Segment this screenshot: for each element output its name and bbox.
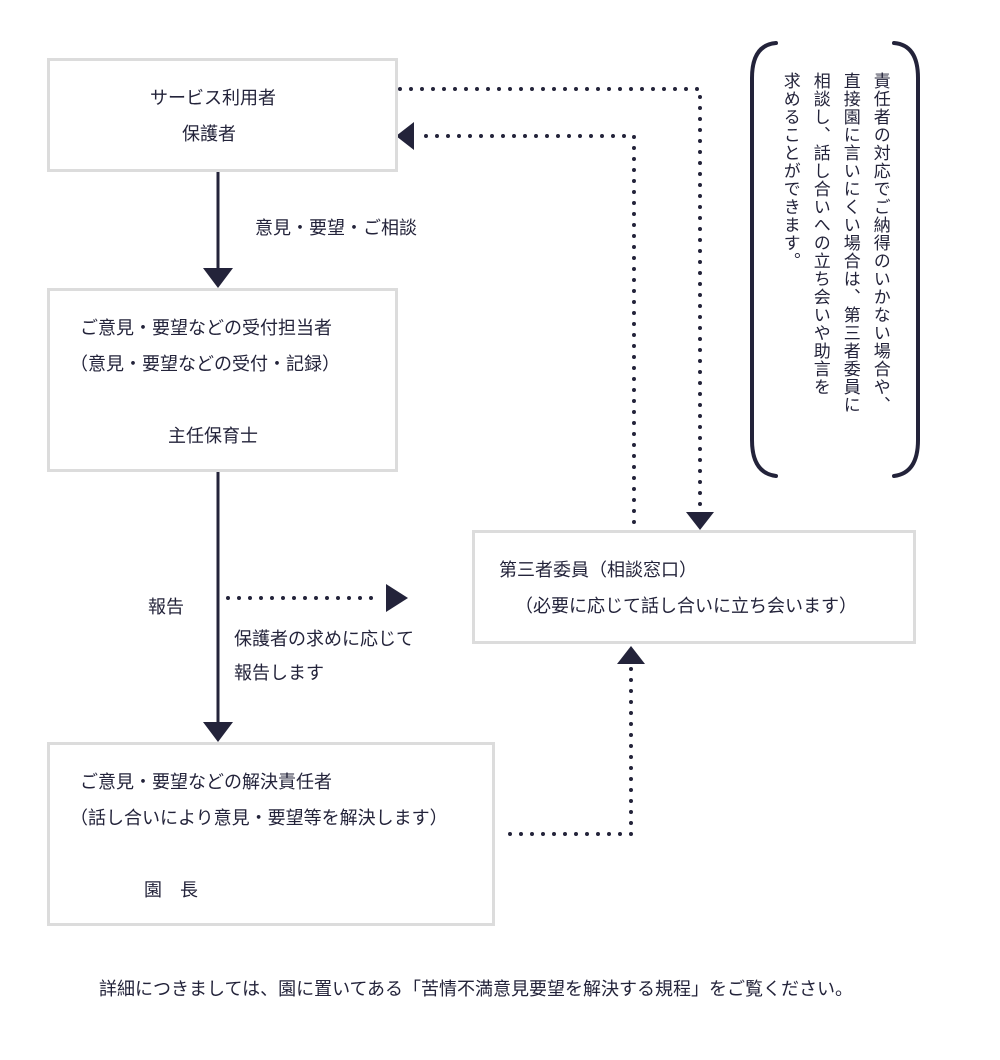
arrowhead-up	[617, 646, 645, 664]
box-third-party: 第三者委員（相談窓口） （必要に応じて話し合いに立ち会います）	[472, 530, 916, 644]
note-column-3: 相談し、話し合いへの立ち会いや助言を	[809, 72, 830, 396]
label-report: 報告	[148, 597, 184, 618]
dotted-resolver-to-third-party	[508, 664, 633, 836]
note-column-1: 責任者の対応でご納得のいかない場合や、	[869, 72, 890, 414]
note-column-2: 直接園に言いにくい場合は、第三者委員に	[839, 72, 860, 414]
note-bracket-left	[750, 41, 778, 478]
arrowhead-right	[386, 584, 408, 612]
note-column-4: 求めることができます。	[779, 72, 800, 270]
box-resolver-line1: ご意見・要望などの解決責任者	[80, 772, 332, 793]
label-report-note-1: 保護者の求めに応じて	[234, 629, 414, 650]
dotted-user-to-third-party	[398, 87, 702, 514]
box-resolver-role: 園 長	[144, 880, 198, 901]
arrowhead-down-3	[686, 512, 714, 530]
note-bracket-right	[892, 41, 920, 478]
box-third-party-line2: （必要に応じて話し合いに立ち会います）	[515, 596, 857, 617]
arrowhead-left	[396, 122, 414, 150]
box-receiver-role: 主任保育士	[168, 426, 258, 447]
box-receiver: ご意見・要望などの受付担当者 （意見・要望などの受付・記録） 主任保育士	[47, 288, 398, 472]
dotted-third-party-to-user	[416, 134, 636, 524]
box-service-user-line2: 保護者	[182, 124, 236, 145]
box-service-user: サービス利用者 保護者	[47, 58, 398, 172]
box-receiver-line2: （意見・要望などの受付・記録）	[70, 354, 340, 375]
box-third-party-line1: 第三者委員（相談窓口）	[499, 560, 697, 581]
footer-note: 詳細につきましては、園に置いてある「苦情不満意見要望を解決する規程」をご覧くださ…	[99, 979, 854, 1000]
arrowhead-down-2	[203, 722, 233, 742]
label-report-note-2: 報告します	[234, 663, 324, 684]
label-opinion-request: 意見・要望・ご相談	[255, 218, 417, 239]
arrowhead-down-1	[203, 268, 233, 288]
box-receiver-line1: ご意見・要望などの受付担当者	[80, 318, 332, 339]
box-service-user-line1: サービス利用者	[150, 88, 276, 109]
box-resolver-line2: （話し合いにより意見・要望等を解決します）	[70, 808, 448, 829]
box-resolver: ご意見・要望などの解決責任者 （話し合いにより意見・要望等を解決します） 園 長	[47, 742, 495, 926]
